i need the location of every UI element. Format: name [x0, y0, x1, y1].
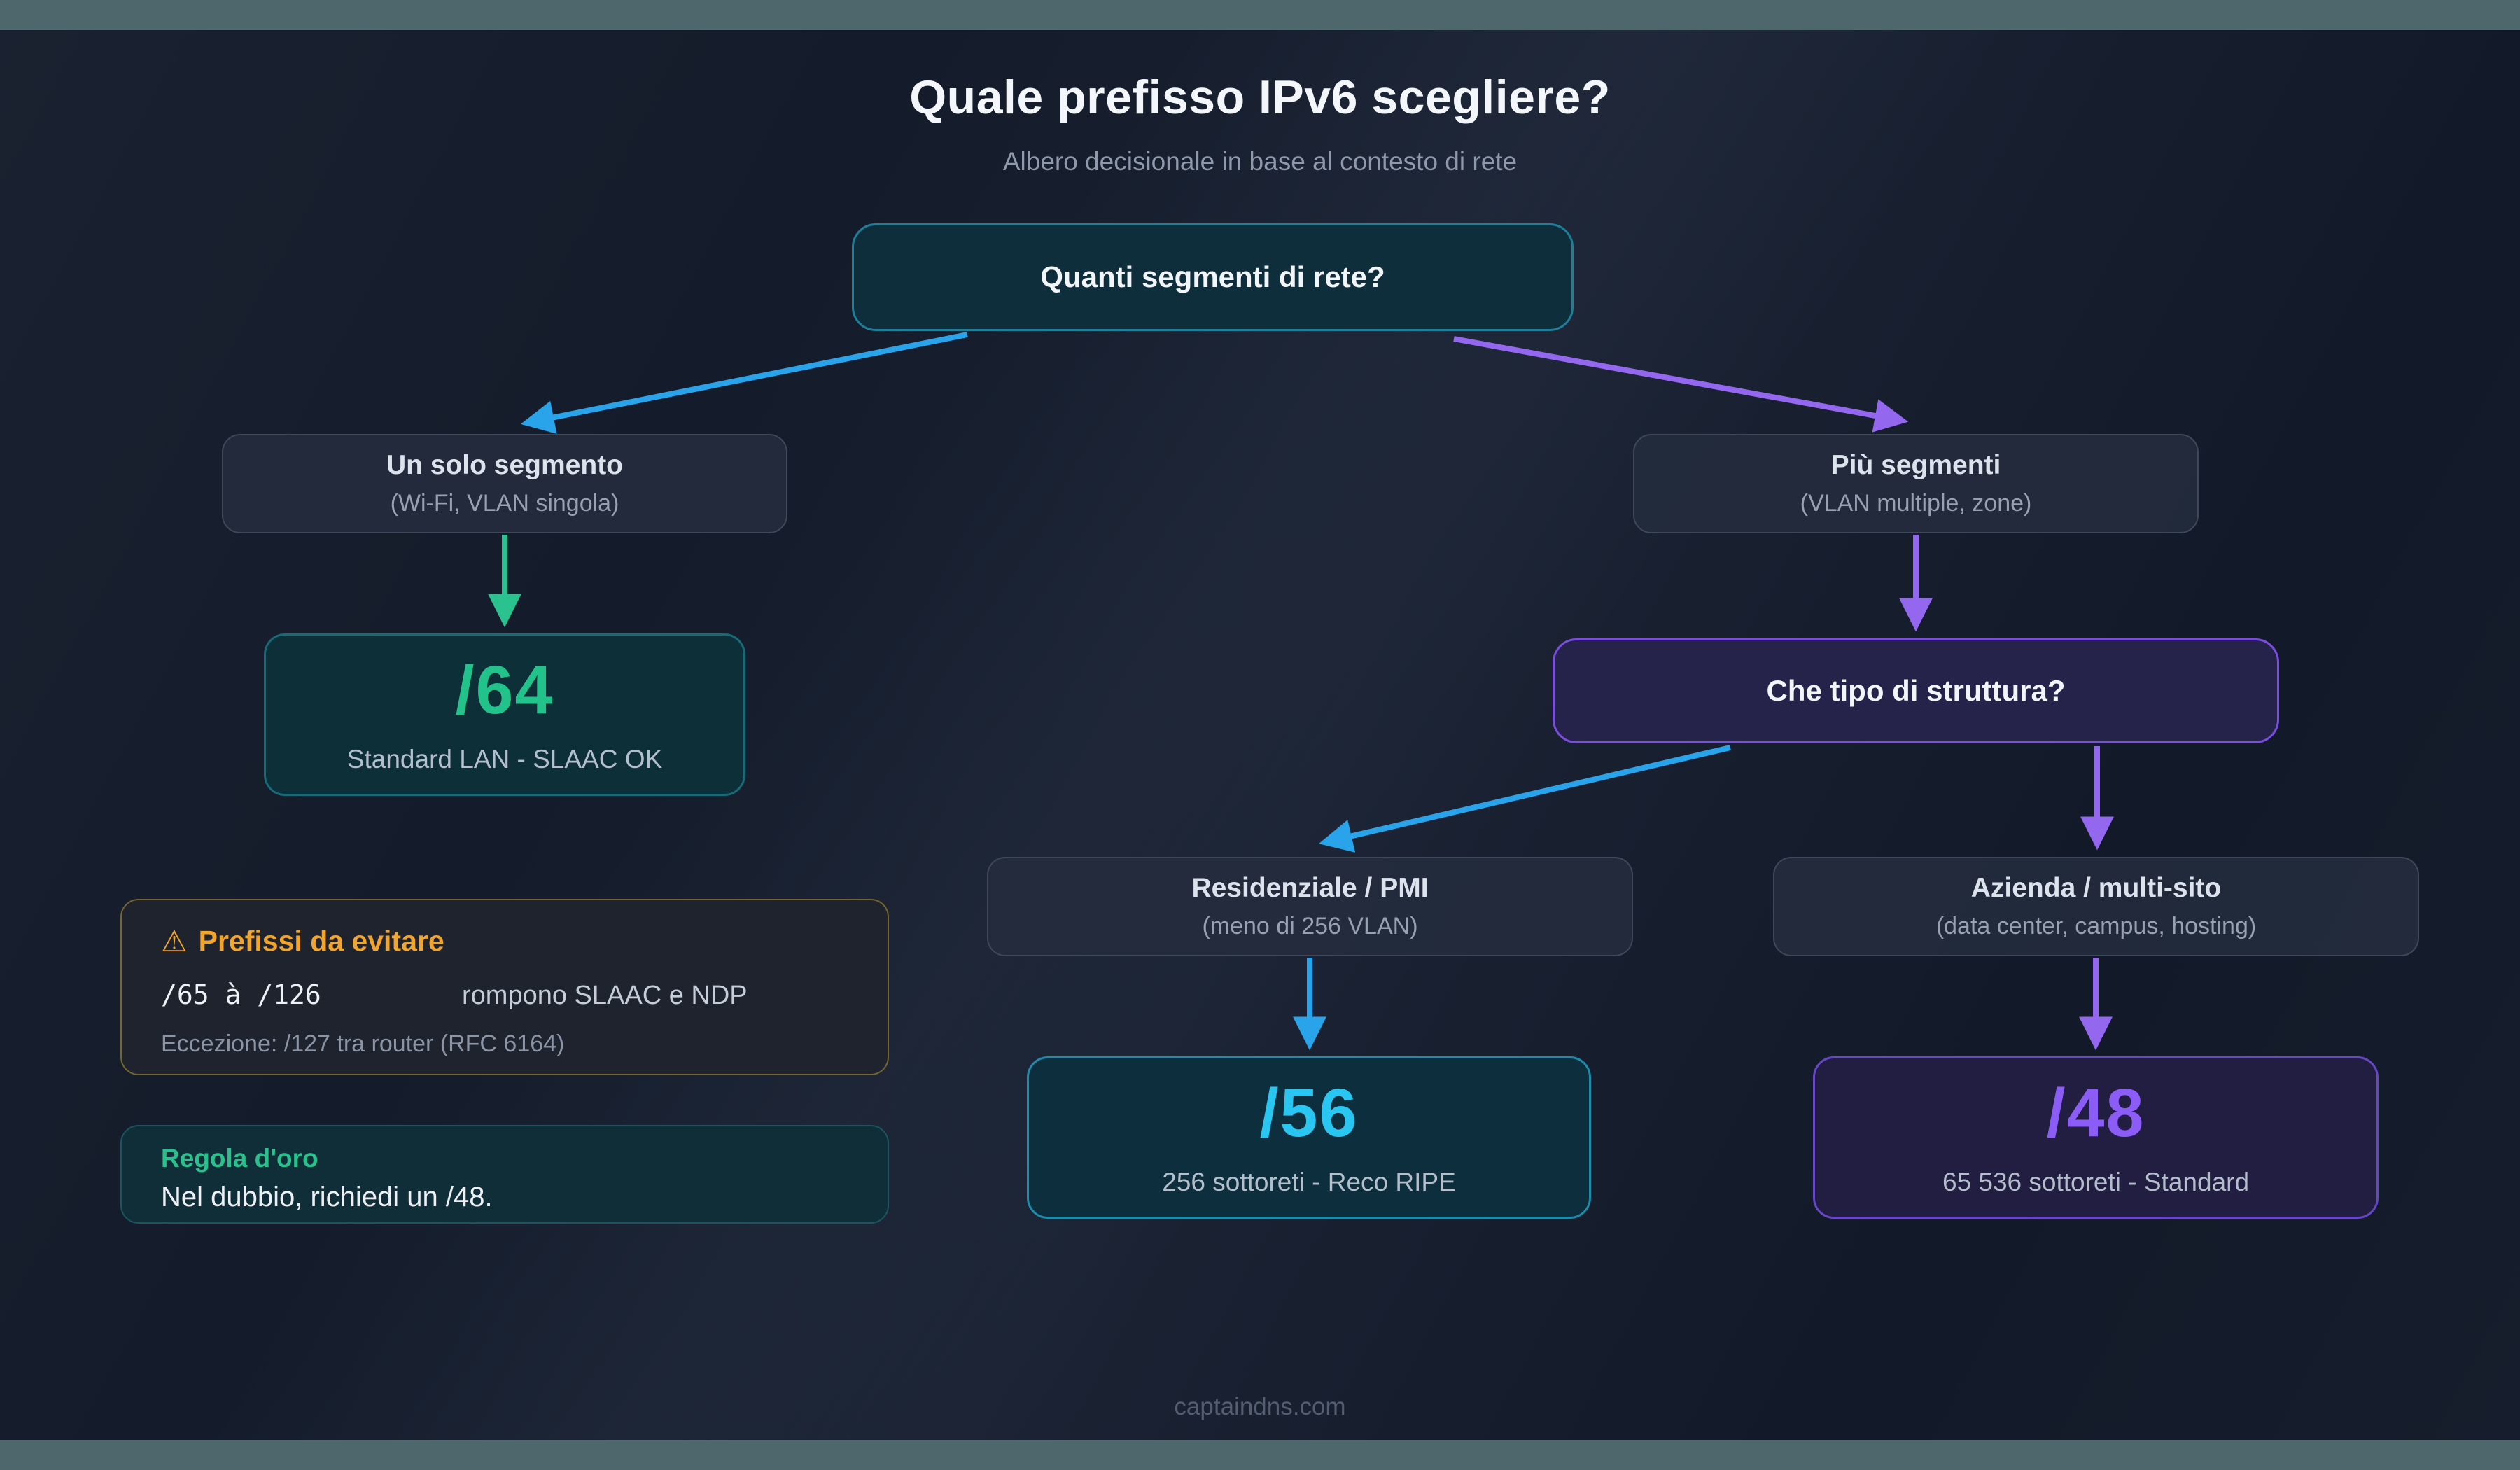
node-sublabel: (Wi-Fi, VLAN singola) — [390, 490, 620, 517]
node-label: Quanti segmenti di rete? — [1040, 260, 1385, 293]
node-enterprise-multisite: Azienda / multi-sito (data center, campu… — [1773, 857, 2419, 956]
node-sublabel: (data center, campus, hosting) — [1935, 913, 2257, 939]
prefix-value: /64 — [455, 651, 554, 728]
node-sublabel: (meno di 256 VLAN) — [1202, 913, 1418, 939]
node-label: Più segmenti — [1830, 450, 2001, 480]
node-question-segments: Quanti segmenti di rete? — [852, 223, 1574, 331]
golden-rule-text: Nel dubbio, richiedi un /48. — [161, 1182, 493, 1212]
prefix-caption: 65 536 sottoreti - Standard — [1942, 1167, 2250, 1196]
page-subtitle: Albero decisionale in base al contesto d… — [1002, 147, 1518, 176]
warning-title: ⚠ Prefissi da evitare — [161, 924, 848, 958]
node-result-64: /64 Standard LAN - SLAAC OK — [264, 634, 746, 796]
prefix-caption: 256 sottoreti - Reco RIPE — [1162, 1167, 1456, 1196]
warning-range: /65 à /126 — [161, 979, 321, 1010]
bottom-accent-bar — [0, 1440, 2520, 1470]
node-sublabel: (VLAN multiple, zone) — [1800, 490, 2032, 517]
prefix-caption: Standard LAN - SLAAC OK — [346, 744, 663, 774]
warning-prefixes-box: ⚠ Prefissi da evitare /65 à /126 rompono… — [120, 899, 889, 1075]
node-residential-pmi: Residenziale / PMI (meno di 256 VLAN) — [987, 857, 1633, 956]
edge-root-to-multi — [1453, 336, 1909, 433]
golden-rule-box: Regola d'oro Nel dubbio, richiedi un /48… — [120, 1125, 889, 1224]
node-label: Azienda / multi-sito — [1970, 873, 2222, 903]
node-single-segment: Un solo segmento (Wi-Fi, VLAN singola) — [222, 434, 788, 533]
warning-exception: Eccezione: /127 tra router (RFC 6164) — [161, 1030, 565, 1057]
site-footer: captaindns.com — [1174, 1393, 1346, 1420]
node-label: Un solo segmento — [386, 450, 624, 480]
node-label: Residenziale / PMI — [1191, 873, 1429, 903]
node-label: Che tipo di struttura? — [1766, 674, 2066, 707]
edge-structure-to-residential — [1318, 745, 1731, 853]
warning-note: rompono SLAAC e NDP — [462, 981, 748, 1010]
page-title: Quale prefisso IPv6 scegliere? — [909, 71, 1611, 124]
node-result-56: /56 256 sottoreti - Reco RIPE — [1027, 1056, 1591, 1219]
warning-title-text: Prefissi da evitare — [198, 925, 444, 957]
golden-rule-title: Regola d'oro — [161, 1144, 318, 1172]
warning-icon: ⚠ — [161, 925, 188, 958]
node-multiple-segments: Più segmenti (VLAN multiple, zone) — [1633, 434, 2199, 533]
warning-range-row: /65 à /126 rompono SLAAC e NDP — [161, 979, 848, 1011]
edge-root-to-single — [520, 332, 968, 434]
node-result-48: /48 65 536 sottoreti - Standard — [1813, 1056, 2379, 1219]
node-question-structure: Che tipo di struttura? — [1553, 638, 2279, 743]
prefix-value: /56 — [1259, 1074, 1359, 1151]
prefix-value: /48 — [2046, 1074, 2146, 1151]
top-accent-bar — [0, 0, 2520, 30]
